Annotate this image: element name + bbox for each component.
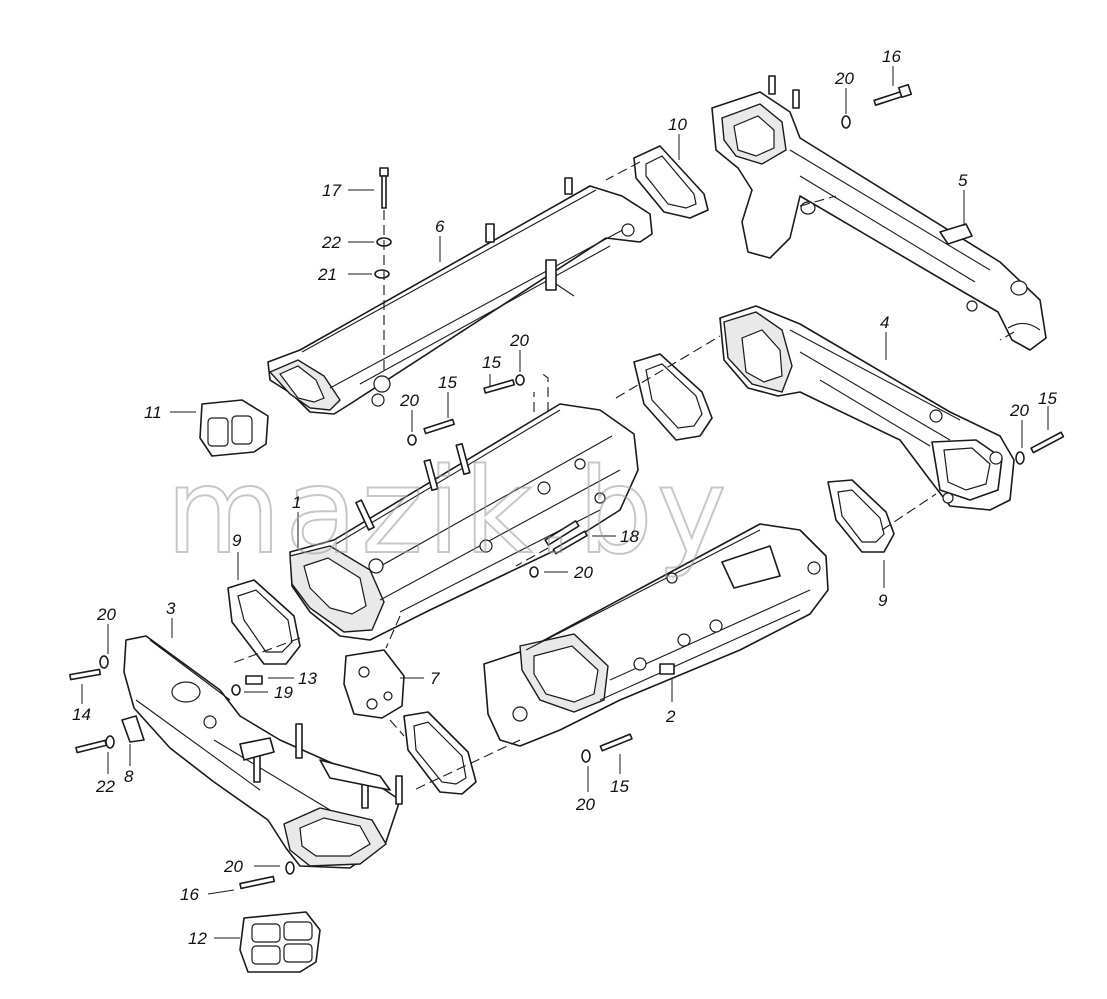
- assembly-lines: [229, 161, 1015, 791]
- part-20-washer-left: [99, 655, 109, 669]
- callout-17: 17: [322, 181, 341, 200]
- part-10-gasket: [633, 145, 709, 219]
- callout-1: 1: [292, 493, 301, 512]
- part-15-bolt-lower: [599, 733, 633, 752]
- callout-5: 5: [958, 171, 968, 190]
- callout-18: 18: [620, 527, 639, 546]
- part-2-lower-manifold: [483, 523, 829, 747]
- part-20-washer-upper: [841, 115, 851, 129]
- part-20-washer-a: [515, 374, 525, 386]
- callout-14: 14: [72, 705, 91, 724]
- callout-12: 12: [188, 929, 207, 948]
- part-12-insert: [239, 911, 321, 973]
- part-16-bolt-upper: [873, 83, 913, 106]
- part-19-washer: [231, 684, 241, 696]
- callout-16-bottom: 16: [180, 885, 199, 904]
- part-3-lower-left-manifold: [123, 635, 403, 869]
- part-20-washer-lower: [581, 749, 591, 763]
- part-15-bolt-b: [423, 418, 455, 435]
- callout-9-right: 9: [878, 591, 888, 610]
- leader-lines: [81, 66, 1049, 939]
- callout-20-mid-a: 20: [509, 331, 529, 350]
- callout-9-left: 9: [232, 531, 242, 550]
- callout-20-bottom: 20: [223, 857, 243, 876]
- part-9-gasket-right: [827, 479, 895, 553]
- watermark-text: mazik.by: [166, 442, 731, 580]
- callout-7: 7: [430, 669, 440, 688]
- part-9-gasket-upper: [633, 353, 713, 441]
- callout-8: 8: [124, 767, 134, 786]
- part-18-stud: [552, 530, 588, 555]
- part-5-exhaust-pipe: [711, 75, 1047, 351]
- callout-15-mid-a: 15: [482, 353, 501, 372]
- callout-11: 11: [144, 403, 162, 422]
- part-4-right-manifold: [719, 305, 1015, 511]
- callout-15-lower: 15: [610, 777, 629, 796]
- part-9-gasket-left: [227, 579, 301, 665]
- callout-2: 2: [665, 707, 676, 726]
- part-22-lock-washer-left: [105, 735, 115, 749]
- callout-15-right: 15: [1038, 389, 1057, 408]
- part-6-upper-manifold: [267, 177, 653, 415]
- callout-4: 4: [880, 313, 889, 332]
- callout-22-left: 22: [95, 777, 115, 796]
- part-13-stud: [245, 675, 263, 685]
- callout-6: 6: [435, 217, 445, 236]
- part-21-washer: [374, 269, 390, 279]
- callout-labels: 16 20 10 5 17 6 22 21 20 15 15 20 4 11 2…: [72, 47, 1057, 948]
- part-11-insert: [199, 399, 269, 457]
- callout-15-mid-b: 15: [438, 373, 457, 392]
- part-14-bolt-upper: [69, 668, 102, 681]
- gasket-lower-center: [403, 711, 477, 795]
- part-16-bolt-lower: [239, 875, 276, 890]
- callout-10: 10: [668, 115, 687, 134]
- callout-20-top: 20: [834, 69, 854, 88]
- callout-20-right: 20: [1009, 401, 1029, 420]
- callout-19: 19: [274, 683, 293, 702]
- part-15-bolt-right: [1030, 431, 1065, 454]
- callout-3: 3: [166, 599, 176, 618]
- callout-13: 13: [298, 669, 317, 688]
- callout-20-lower: 20: [575, 795, 595, 814]
- callout-20-mid-b: 20: [399, 391, 419, 410]
- part-8-bracket: [121, 715, 145, 743]
- callout-22-top: 22: [321, 233, 341, 252]
- callout-16-top: 16: [882, 47, 901, 66]
- part-20-washer-b: [407, 434, 417, 446]
- part-7-plate: [343, 649, 405, 719]
- part-15-bolt-a: [483, 379, 516, 394]
- part-20-washer-bottom: [285, 861, 295, 875]
- part-17-bolt: [379, 167, 389, 209]
- part-1-center-manifold: [289, 403, 639, 641]
- part-20-washer-center: [529, 566, 539, 578]
- callout-21: 21: [317, 265, 337, 284]
- part-14-bolt-lower: [75, 739, 108, 754]
- part-20-washer-right: [1015, 451, 1025, 465]
- callout-20-center: 20: [573, 563, 593, 582]
- callout-20-left: 20: [96, 605, 116, 624]
